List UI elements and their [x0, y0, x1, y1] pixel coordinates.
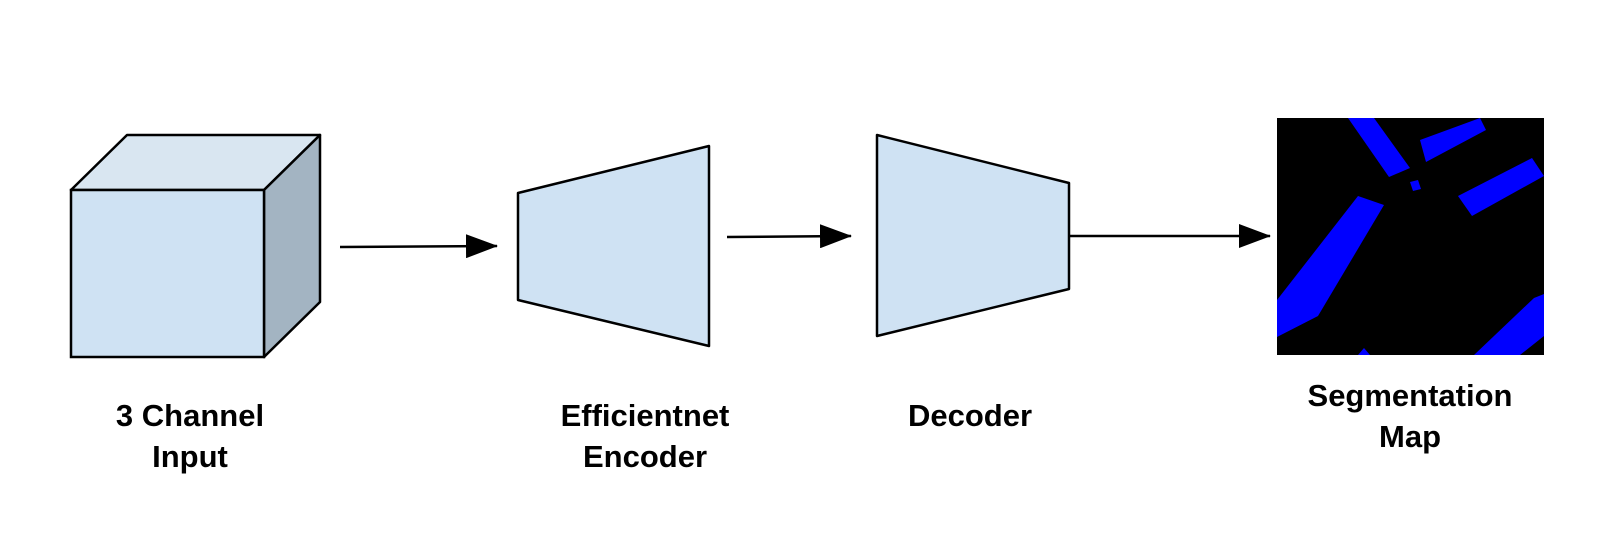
output-label-line-1: Segmentation: [1307, 378, 1513, 413]
segmentation-map-image: [1277, 118, 1544, 355]
input-label: 3 Channel Input: [90, 395, 290, 477]
encoder-label-line-2: Encoder: [582, 439, 708, 474]
road-segment: [1348, 118, 1410, 177]
arrow-input-to-encoder: [339, 234, 498, 259]
arrow-encoder-to-decoder: [726, 224, 852, 249]
decoder-label: Decoder: [870, 395, 1070, 436]
road-segment: [1458, 158, 1544, 216]
road-segment: [1358, 348, 1370, 355]
cube-front-face: [69, 188, 266, 359]
input-cube: [69, 133, 322, 359]
road-segment: [1410, 180, 1421, 191]
decoder-label-line-1: Decoder: [907, 398, 1033, 433]
output-label: Segmentation Map: [1280, 375, 1540, 457]
output-label-line-2: Map: [1379, 419, 1441, 454]
encoder-block: [516, 144, 711, 348]
encoder-label: Efficientnet Encoder: [535, 395, 755, 477]
input-label-line-1: 3 Channel: [115, 398, 265, 433]
road-segment: [1474, 294, 1544, 355]
segmentation-map-background: [1277, 118, 1544, 355]
encoder-label-line-1: Efficientnet: [560, 398, 730, 433]
road-segment: [1277, 196, 1384, 337]
decoder-block: [875, 133, 1071, 338]
input-label-line-2: Input: [152, 439, 228, 474]
road-segment: [1420, 118, 1486, 162]
